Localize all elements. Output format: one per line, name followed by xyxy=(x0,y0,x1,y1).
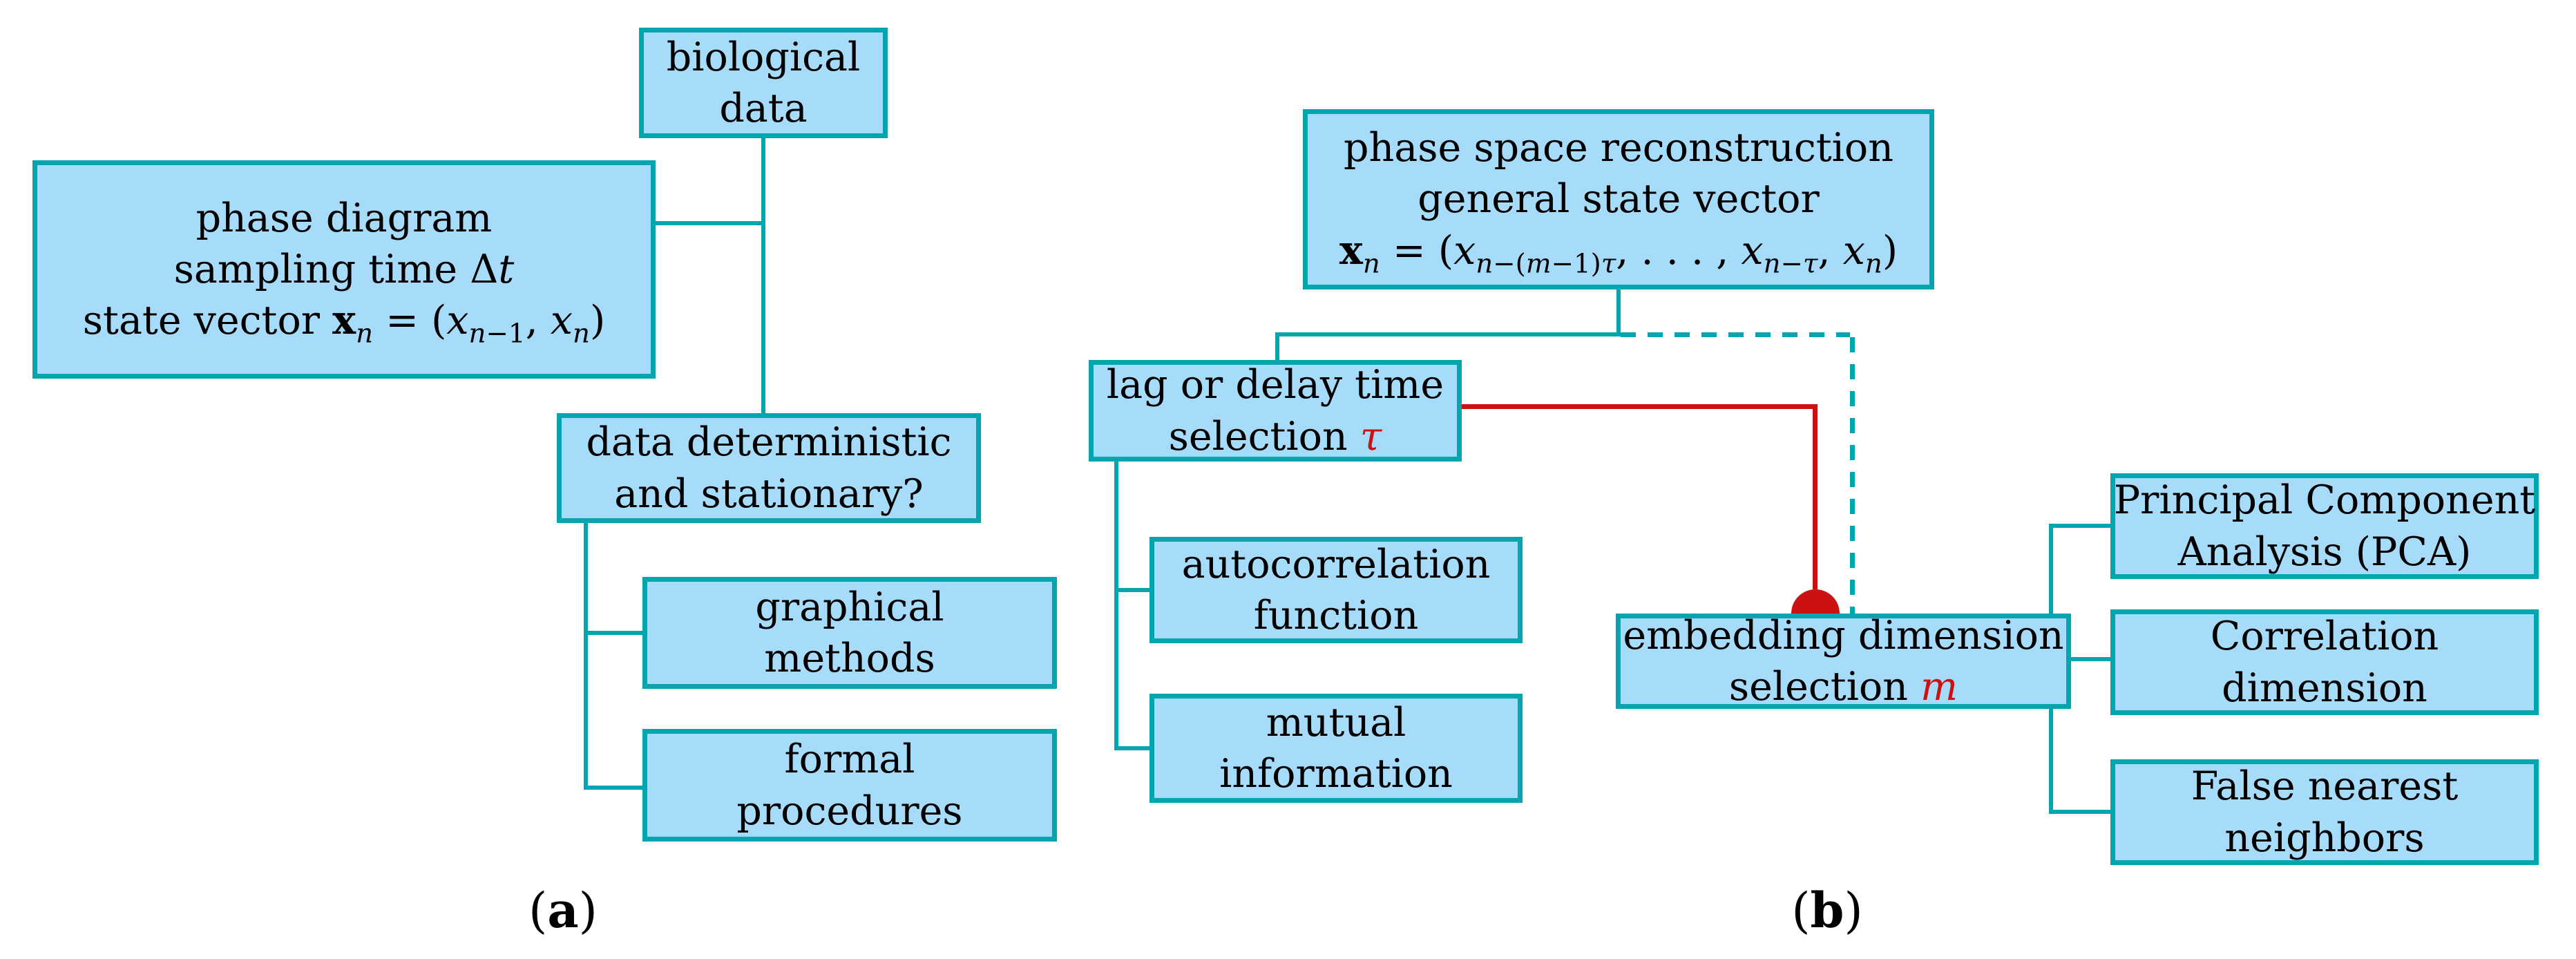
node-phase-diagram: phase diagram sampling time Δt state vec… xyxy=(32,160,656,379)
node-graphical-methods: graphical methods xyxy=(642,577,1057,689)
node-false-nearest-line2: neighbors xyxy=(2224,815,2425,861)
node-biological-data: biological data xyxy=(639,28,888,138)
node-mutual-information-line2: information xyxy=(1219,751,1453,797)
node-biological-data-line2: data xyxy=(719,86,808,131)
node-phase-space-line3: xn = (xn−(m−1)τ, . . . , xn−τ, xn) xyxy=(1339,227,1898,279)
connector-trunk-to-formal xyxy=(586,786,642,790)
node-embedding-dimension: embedding dimension selection m xyxy=(1616,613,2071,710)
panel-b-label: (b) xyxy=(1791,882,1863,939)
connector-trunk-to-mutual xyxy=(1116,746,1149,750)
node-formal-procedures-line1: formal xyxy=(784,737,915,783)
node-phase-diagram-line3: state vector xn = (xn−1, xn) xyxy=(82,297,606,350)
dashed-embedding-drop-vertical xyxy=(1850,337,1855,614)
node-lag-delay-line1: lag or delay time xyxy=(1106,362,1444,408)
connector-phase-space-drop xyxy=(1616,289,1621,336)
connector-deterministic-trunk xyxy=(584,523,588,790)
connector-spine-to-pca xyxy=(2049,524,2110,528)
connector-trunk-to-graphical xyxy=(586,631,642,635)
node-phase-space-line1: phase space reconstruction xyxy=(1344,125,1893,171)
node-pca-line1: Principal Component xyxy=(2113,477,2536,524)
node-false-nearest-line1: False nearest xyxy=(2191,763,2459,810)
node-data-deterministic-line2: and stationary? xyxy=(614,471,924,517)
node-biological-data-line1: biological xyxy=(666,34,861,80)
node-lag-delay-line2: selection τ xyxy=(1168,413,1382,459)
node-formal-procedures-line2: procedures xyxy=(736,788,963,834)
node-mutual-information-line1: mutual xyxy=(1266,699,1406,746)
panel-a-label: (a) xyxy=(528,882,598,939)
connector-embedding-spine-upper xyxy=(2049,524,2053,614)
node-pca-line2: Analysis (PCA) xyxy=(2177,529,2472,575)
node-phase-space-line2: general state vector xyxy=(1418,176,1820,222)
connector-junction-to-lag-horizontal xyxy=(1275,332,1621,336)
node-phase-diagram-line2: sampling time Δt xyxy=(173,246,515,292)
red-lag-to-embedding-horizontal xyxy=(1462,404,1817,409)
node-graphical-methods-line2: methods xyxy=(764,636,935,681)
node-embedding-dimension-line1: embedding dimension xyxy=(1623,612,2064,658)
dashed-junction-to-embedding-horizontal xyxy=(1621,332,1850,337)
node-embedding-dimension-line2: selection m xyxy=(1728,664,1958,710)
red-lag-to-embedding-vertical xyxy=(1813,404,1817,589)
connector-lag-trunk xyxy=(1114,462,1118,750)
node-lag-delay-selection: lag or delay time selection τ xyxy=(1089,360,1462,462)
connector-trunk-to-autocorrelation xyxy=(1116,588,1149,592)
node-data-deterministic: data deterministic and stationary? xyxy=(557,413,981,523)
node-correlation-dimension-line1: Correlation xyxy=(2210,614,2439,660)
connector-spine-to-false-nearest xyxy=(2049,810,2110,814)
node-mutual-information: mutual information xyxy=(1149,694,1523,803)
connector-embedding-spine-lower xyxy=(2049,709,2053,814)
connector-embedding-to-correlation xyxy=(2071,657,2110,661)
connector-biological-to-deterministic xyxy=(761,138,765,413)
node-phase-space-reconstruction: phase space reconstruction general state… xyxy=(1303,109,1934,289)
connector-phase-diagram-to-trunk xyxy=(656,221,765,225)
node-formal-procedures: formal procedures xyxy=(642,729,1057,842)
node-autocorrelation-line1: autocorrelation xyxy=(1181,541,1491,587)
node-graphical-methods-line1: graphical xyxy=(755,584,944,630)
node-correlation-dimension: Correlation dimension xyxy=(2110,609,2539,715)
node-pca: Principal Component Analysis (PCA) xyxy=(2110,473,2539,579)
node-data-deterministic-line1: data deterministic xyxy=(586,419,952,466)
node-autocorrelation-line2: function xyxy=(1253,593,1419,638)
node-phase-diagram-line1: phase diagram xyxy=(195,195,493,241)
node-correlation-dimension-line2: dimension xyxy=(2222,665,2427,711)
node-false-nearest-neighbors: False nearest neighbors xyxy=(2110,759,2539,865)
node-autocorrelation-function: autocorrelation function xyxy=(1149,537,1523,643)
connector-lag-drop xyxy=(1275,332,1279,360)
